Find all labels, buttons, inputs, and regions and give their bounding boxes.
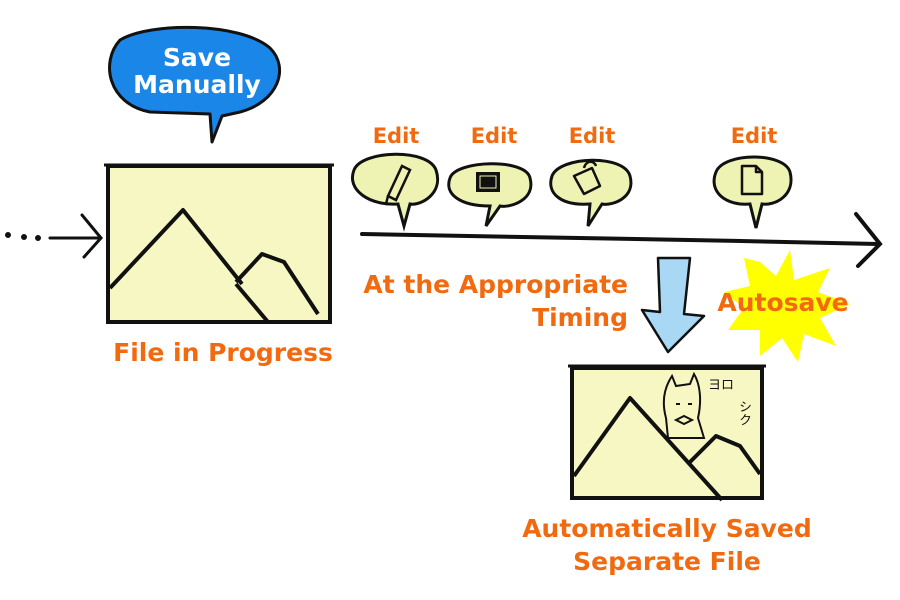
edit-label-3: Edit xyxy=(568,124,616,148)
edit-label-4: Edit xyxy=(730,124,778,148)
autosave-burst xyxy=(724,250,850,362)
timeline-arrow xyxy=(360,212,883,268)
down-arrow xyxy=(640,256,706,354)
bucket-icon xyxy=(572,160,602,196)
pen-icon xyxy=(384,164,412,206)
edit-bubble-2 xyxy=(447,162,533,227)
file-in-progress-picture xyxy=(104,163,334,324)
scribble-line1: ヨロ xyxy=(708,378,735,393)
save-manually-bubble xyxy=(108,25,281,144)
page-icon xyxy=(740,164,764,196)
stamp-icon xyxy=(476,172,500,192)
edit-label-1: Edit xyxy=(372,124,420,148)
timing-label: At the Appropriate Timing xyxy=(352,268,628,334)
timing-line1: At the Appropriate xyxy=(363,270,628,299)
save-manually-line2: Manually xyxy=(133,70,261,99)
saved-file-line2: Separate File xyxy=(573,547,761,576)
saved-file-picture xyxy=(568,364,766,502)
scribble-line2: シク xyxy=(736,400,751,426)
autosave-label: Autosave xyxy=(717,288,849,317)
saved-file-line1: Automatically Saved xyxy=(522,514,812,543)
save-manually-line1: Save xyxy=(162,43,232,72)
edit-label-2: Edit xyxy=(470,124,518,148)
save-manually-label: Save Manually xyxy=(122,44,272,98)
timing-line2: Timing xyxy=(532,303,628,332)
saved-file-label: Automatically Saved Separate File xyxy=(502,512,832,578)
file-in-progress-label: File in Progress xyxy=(113,338,333,367)
edit-bubble-4 xyxy=(712,155,793,229)
edit-bubble-1 xyxy=(350,152,440,232)
incoming-arrow xyxy=(5,213,103,259)
alpaca-drawing xyxy=(662,371,706,439)
edit-bubble-3 xyxy=(549,158,633,227)
